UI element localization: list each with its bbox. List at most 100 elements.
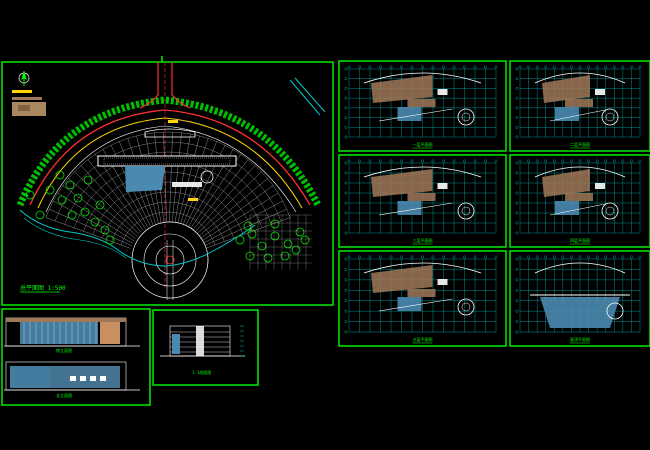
room-fill-blue (555, 201, 579, 215)
tree-icon (73, 193, 83, 203)
axis-bubble (578, 159, 582, 163)
paving-line (68, 178, 138, 237)
building-bar-hatch (103, 157, 231, 165)
axis-bubble (612, 159, 616, 163)
room-fill (542, 169, 590, 197)
axis-bubble (431, 255, 435, 259)
axis-bubble (595, 159, 599, 163)
axis-bubble (638, 255, 642, 259)
paving-line (196, 171, 262, 235)
axis-bubble (484, 159, 487, 163)
round-hall (457, 202, 475, 220)
axis-bubble (515, 309, 519, 313)
paving-line (95, 154, 146, 229)
plan-frame (338, 154, 507, 248)
axis-bubble (515, 77, 519, 81)
window (100, 376, 106, 381)
axis-bubble (473, 255, 477, 259)
plaza-ring-mid (143, 233, 197, 287)
axis-bubble (452, 65, 456, 69)
axis-bubble (344, 330, 348, 334)
plan-frame (338, 250, 507, 347)
round-hall-inner (461, 112, 471, 122)
tree-icon (295, 227, 305, 237)
axis-bubble (358, 255, 361, 259)
axis-bubble (561, 255, 565, 259)
axis-bubble (535, 255, 539, 259)
tree-icon (243, 221, 253, 231)
section-frame (152, 309, 259, 386)
room-fill (407, 289, 436, 297)
round-hall (457, 298, 475, 316)
floor-plan-sheet: 四层平面图 (509, 154, 650, 248)
building-curve (363, 262, 482, 274)
axis-bubble (463, 159, 466, 163)
axis-bubble (421, 159, 424, 163)
axis-bubble (587, 255, 590, 259)
tree-icon (235, 235, 245, 245)
paving-line (172, 132, 182, 223)
north-arrow-icon (18, 71, 30, 86)
paving-arc (83, 171, 253, 232)
plan-title: 一层平面图 (413, 141, 433, 147)
paving-line (201, 192, 279, 241)
room-fill (565, 99, 593, 107)
axis-bubble (595, 255, 599, 259)
axis-bubble (421, 255, 424, 259)
window (70, 376, 76, 381)
floor-plan-sheet: 二层平面图 (509, 60, 650, 152)
paving-line (53, 200, 133, 244)
elevations-sheet: 南立面图 北立面图 (1, 308, 151, 406)
tree-icon (270, 231, 280, 241)
axis-bubble (621, 255, 625, 259)
elevation-1-tower (100, 322, 120, 344)
axis-bubble (515, 201, 519, 205)
tree-icon (300, 235, 310, 245)
tree-icon (55, 170, 65, 180)
room-fill (371, 169, 433, 197)
stair (437, 279, 448, 285)
axis-bubble (410, 159, 414, 163)
stair (595, 89, 605, 95)
section-sheet: 1-1剖面图 (152, 309, 259, 386)
roof-fill (540, 297, 620, 328)
axis-bubble (344, 135, 348, 139)
axis-bubble (587, 159, 590, 163)
street-right (294, 77, 326, 113)
axis-bubble (344, 181, 348, 185)
axis-bubble (347, 159, 351, 163)
tree-band (16, 96, 322, 207)
tree-icon (291, 245, 301, 255)
wall-line (378, 108, 453, 122)
axis-bubble (515, 299, 519, 303)
paving-line (192, 159, 249, 231)
axis-bubble (421, 65, 424, 69)
axis-bubble (515, 268, 519, 271)
axis-bubble (389, 159, 393, 163)
paving-arc (55, 141, 281, 222)
room-fill (407, 99, 436, 107)
axis-bubble (344, 106, 348, 110)
axis-bubble (518, 65, 522, 69)
tree-icon (57, 195, 67, 205)
axis-bubble (344, 96, 348, 100)
wall-line (378, 202, 453, 216)
wall-line (378, 298, 453, 312)
axis-bubble (515, 221, 519, 225)
axis-bubble (515, 106, 519, 110)
round-hall (457, 108, 475, 126)
axis-bubble (452, 159, 456, 163)
axis-road-left (139, 62, 159, 109)
axis-road-right (171, 62, 191, 109)
axis-bubble (515, 330, 519, 334)
axis-bubble (344, 221, 348, 225)
axis-bubble (368, 255, 372, 259)
axis-bubble (561, 159, 565, 163)
axis-bubble (612, 65, 616, 69)
axis-bubble (535, 159, 539, 163)
axis-bubble (515, 135, 519, 139)
axis-bubble (515, 161, 519, 165)
room-fill-blue (397, 107, 422, 121)
axis-bubble (552, 255, 556, 259)
plan-frame (509, 154, 650, 248)
